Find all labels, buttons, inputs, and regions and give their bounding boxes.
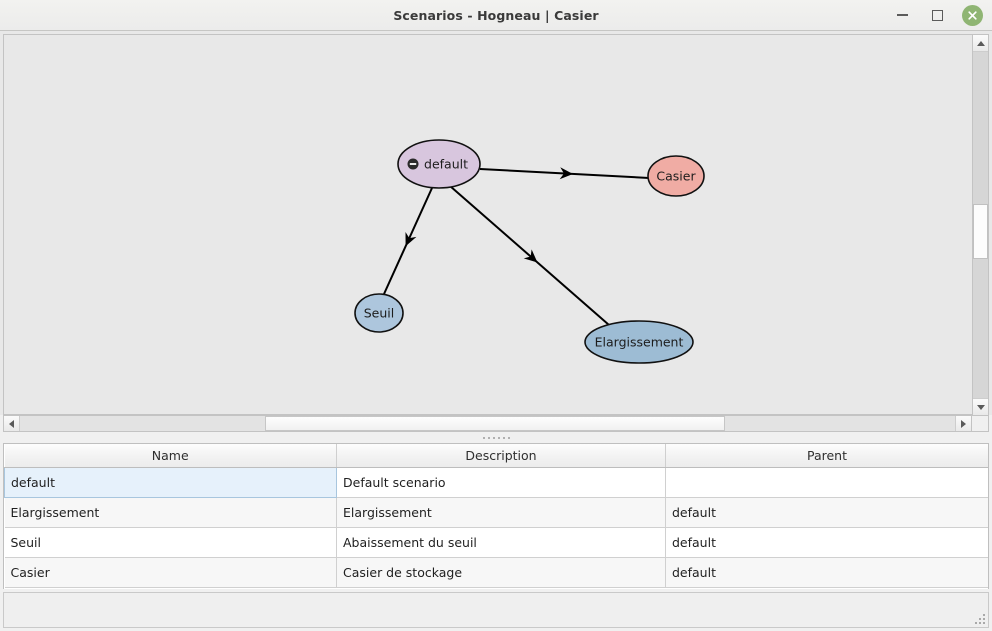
column-header-name[interactable]: Name bbox=[4, 444, 337, 468]
cell-description[interactable]: Default scenario bbox=[336, 467, 666, 498]
splitter-dot bbox=[497, 436, 500, 439]
cell-description[interactable]: Elargissement bbox=[336, 497, 666, 528]
splitter-dot bbox=[492, 436, 495, 439]
cell-parent[interactable]: default bbox=[665, 497, 988, 528]
window-controls bbox=[891, 4, 992, 26]
scroll-right-icon bbox=[961, 419, 966, 428]
title-bar[interactable]: Scenarios - Hogneau | Casier bbox=[0, 0, 992, 31]
splitter-dot bbox=[502, 436, 505, 439]
cell-parent[interactable]: default bbox=[665, 527, 988, 558]
graph-vertical-scrollbar[interactable] bbox=[972, 34, 989, 415]
cell-parent[interactable] bbox=[665, 467, 988, 498]
scroll-left-icon bbox=[9, 419, 14, 428]
edge-arrowhead-icon bbox=[405, 231, 417, 247]
cell-name[interactable]: Elargissement bbox=[4, 497, 337, 528]
edge-arrowhead-icon bbox=[559, 167, 573, 180]
cell-description[interactable]: Abaissement du seuil bbox=[336, 527, 666, 558]
cell-description[interactable]: Casier de stockage bbox=[336, 557, 666, 588]
splitter-dot bbox=[507, 436, 510, 439]
scroll-up-icon bbox=[976, 40, 985, 46]
horizontal-scroll-track[interactable] bbox=[20, 416, 955, 431]
column-header-parent[interactable]: Parent bbox=[665, 444, 988, 468]
maximize-button[interactable] bbox=[926, 4, 948, 26]
vertical-scroll-track[interactable] bbox=[973, 52, 988, 398]
graph-node-Seuil[interactable] bbox=[354, 293, 404, 333]
cell-name[interactable]: Seuil bbox=[4, 527, 337, 558]
horizontal-scroll-thumb[interactable] bbox=[265, 416, 725, 431]
collapse-minus-bar bbox=[409, 163, 417, 165]
scroll-up-button[interactable] bbox=[973, 35, 988, 52]
splitter-handle[interactable] bbox=[0, 432, 992, 443]
graph-node-Elargissement[interactable] bbox=[584, 320, 694, 364]
window-title: Scenarios - Hogneau | Casier bbox=[393, 7, 599, 23]
cell-name[interactable]: default bbox=[4, 466, 337, 498]
cell-parent[interactable]: default bbox=[665, 557, 988, 588]
splitter-dot bbox=[487, 436, 490, 439]
scenario-graph bbox=[354, 139, 705, 364]
column-header-description[interactable]: Description bbox=[336, 444, 666, 468]
table-header-row: Name Description Parent bbox=[4, 444, 988, 468]
graph-edge[interactable] bbox=[449, 185, 610, 326]
table-empty-space bbox=[4, 587, 988, 589]
cell-name[interactable]: Casier bbox=[4, 557, 337, 588]
resize-grip-icon[interactable] bbox=[972, 611, 985, 624]
status-bar bbox=[3, 592, 989, 628]
graph-node-default[interactable] bbox=[397, 139, 481, 189]
scroll-left-button[interactable] bbox=[4, 416, 20, 431]
vertical-scroll-thumb[interactable] bbox=[973, 204, 988, 259]
minimize-button[interactable] bbox=[891, 4, 913, 26]
graph-horizontal-scrollbar[interactable] bbox=[3, 415, 972, 432]
scroll-right-button[interactable] bbox=[955, 416, 971, 431]
edge-arrowhead-icon bbox=[523, 249, 538, 263]
scroll-down-button[interactable] bbox=[973, 398, 988, 415]
minimize-icon bbox=[896, 14, 908, 16]
close-button[interactable] bbox=[961, 4, 983, 26]
graph-horizontal-scrollbar-row bbox=[3, 415, 989, 432]
scroll-down-icon bbox=[976, 404, 985, 410]
maximize-icon bbox=[931, 9, 943, 21]
splitter-dot bbox=[482, 436, 485, 439]
graph-node-Casier[interactable] bbox=[647, 155, 705, 197]
scrollbar-corner bbox=[972, 415, 989, 432]
close-icon bbox=[961, 4, 983, 26]
